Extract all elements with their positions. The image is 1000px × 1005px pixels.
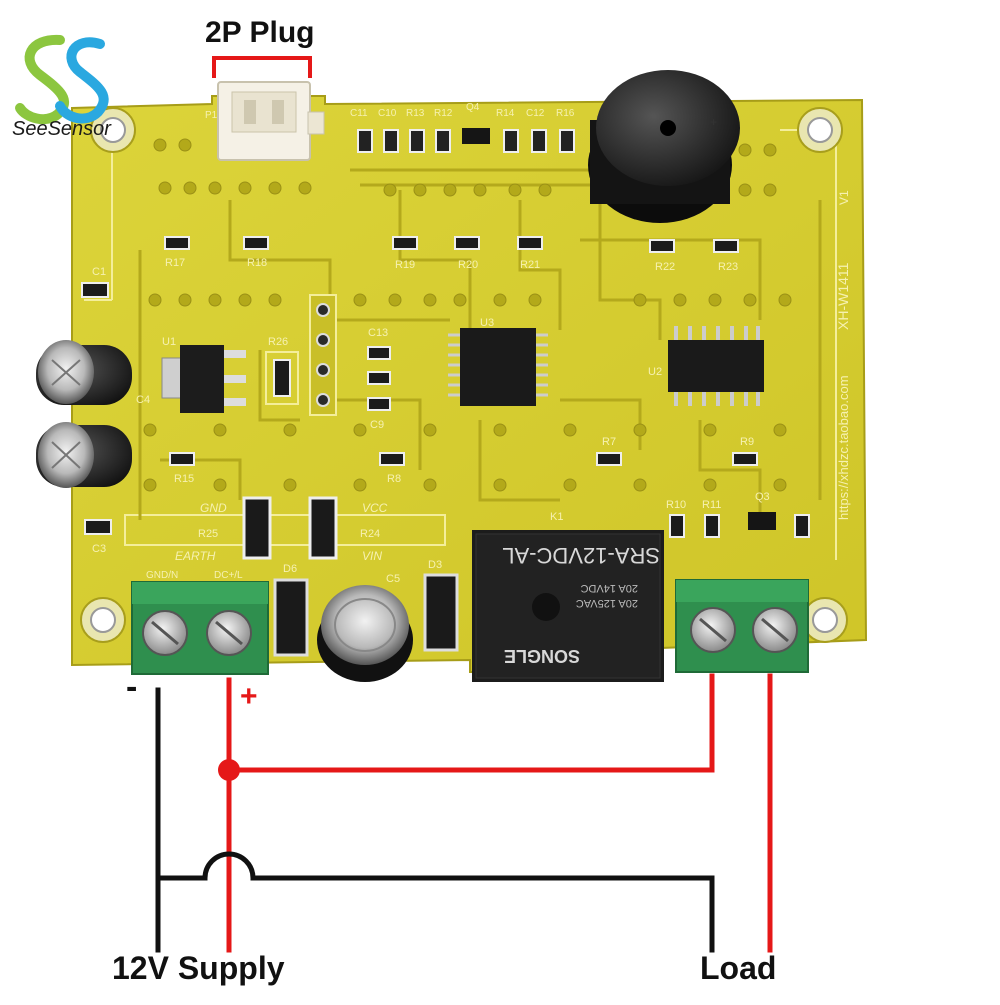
silk-top-5: R14 <box>496 108 515 119</box>
silk-c9: C9 <box>370 419 384 431</box>
silk-c13: C13 <box>368 327 388 339</box>
brand-logo <box>15 34 109 125</box>
wire-positive-to-relay <box>226 673 715 773</box>
silk-c4: C4 <box>136 394 150 406</box>
silk-gnd-n: GND/N <box>146 570 178 581</box>
silk-earth: EARTH <box>175 549 216 563</box>
pcb-traces <box>138 168 822 520</box>
silk-c3: C3 <box>92 543 106 555</box>
terminal-block-load <box>675 579 809 673</box>
svg-text:+: + <box>710 115 717 129</box>
silk-version: V1 <box>837 190 851 205</box>
silk-p1: P1 <box>205 110 218 121</box>
silk-r20: R20 <box>458 259 478 271</box>
r26-resistor <box>265 351 299 405</box>
diodes <box>273 573 459 657</box>
plus-label: + <box>240 680 258 713</box>
minus-label: - <box>126 668 138 706</box>
relay-rating-2: 20A 125VAC <box>576 597 638 609</box>
silk-r26: R26 <box>268 336 288 348</box>
wiring <box>155 673 773 953</box>
silk-d3: D3 <box>428 559 442 571</box>
silk-r23: R23 <box>718 261 738 273</box>
jst-2p-plug <box>217 81 325 161</box>
silk-r22: R22 <box>655 261 675 273</box>
silk-c1: C1 <box>92 266 106 278</box>
u3-ic <box>448 328 548 406</box>
wire-ground-to-load <box>155 851 715 953</box>
c5-capacitor <box>317 585 413 682</box>
brand-name: SeeSensor <box>12 118 111 140</box>
silk-top-7: R16 <box>556 108 575 119</box>
silk-u1: U1 <box>162 336 176 348</box>
terminal-block-power <box>131 581 269 675</box>
silk-r9: R9 <box>740 436 754 448</box>
load-label: Load <box>700 950 777 986</box>
silk-r10: R10 <box>666 499 686 511</box>
relay <box>472 530 664 682</box>
program-header <box>309 294 337 416</box>
silk-top-0: C11 <box>350 108 368 119</box>
silk-r25: R25 <box>198 528 218 540</box>
silk-r11: R11 <box>702 499 721 511</box>
plug-label: 2P Plug <box>205 16 315 49</box>
silk-r15: R15 <box>174 473 194 485</box>
silk-gnd: GND <box>200 501 227 515</box>
mounting-holes <box>80 107 848 643</box>
silk-top-2: R13 <box>406 108 425 119</box>
relay-model: SRA-12VDC-AL <box>502 543 660 568</box>
supply-label: 12V Supply <box>112 950 285 986</box>
silk-dc-l: DC+/L <box>214 570 243 581</box>
silk-c5: C5 <box>386 573 400 585</box>
silk-top-4: Q4 <box>466 102 480 113</box>
silk-k1: K1 <box>550 511 563 523</box>
silk-url: https://xhdzc.taobao.com <box>836 375 851 520</box>
silk-u2: U2 <box>648 366 662 378</box>
silk-d6: D6 <box>283 563 297 575</box>
top-row-smd <box>357 128 575 153</box>
wire-junction <box>218 759 240 781</box>
silk-model: XH-W1411 <box>835 262 851 330</box>
silk-r18: R18 <box>247 257 267 269</box>
buzzer: + <box>588 70 740 223</box>
silk-vcc: VCC <box>362 501 388 515</box>
silkscreen-text: P1 C11 C10 R13 R12 Q4 R14 C12 R16 C1 R17… <box>92 102 851 585</box>
silk-top-3: R12 <box>434 108 453 119</box>
relay-text: SRA-12VDC-AL 20A 14VDC 20A 125VAC SONGLE <box>502 543 660 666</box>
silk-r19: R19 <box>395 259 415 271</box>
q3-transistor <box>748 512 776 530</box>
silk-top-6: C12 <box>526 108 545 119</box>
silk-vin: VIN <box>362 549 382 563</box>
r24-r25-resistors <box>242 496 338 560</box>
relay-rating-1: 20A 14VDC <box>580 582 638 594</box>
silk-r8: R8 <box>387 473 401 485</box>
electrolytic-caps-left <box>36 340 132 488</box>
u1-regulator <box>161 345 246 413</box>
relay-brand: SONGLE <box>504 646 580 666</box>
silk-u3: U3 <box>480 317 494 329</box>
via-holes <box>143 138 792 492</box>
plug-bracket <box>212 56 312 78</box>
silk-q3: Q3 <box>755 491 770 503</box>
silk-r24: R24 <box>360 528 380 540</box>
u2-ic <box>668 326 764 406</box>
silk-r21: R21 <box>520 259 540 271</box>
silk-r7: R7 <box>602 436 616 448</box>
smd-resistors <box>81 236 810 538</box>
silk-top-1: C10 <box>378 108 397 119</box>
silk-r17: R17 <box>165 257 185 269</box>
